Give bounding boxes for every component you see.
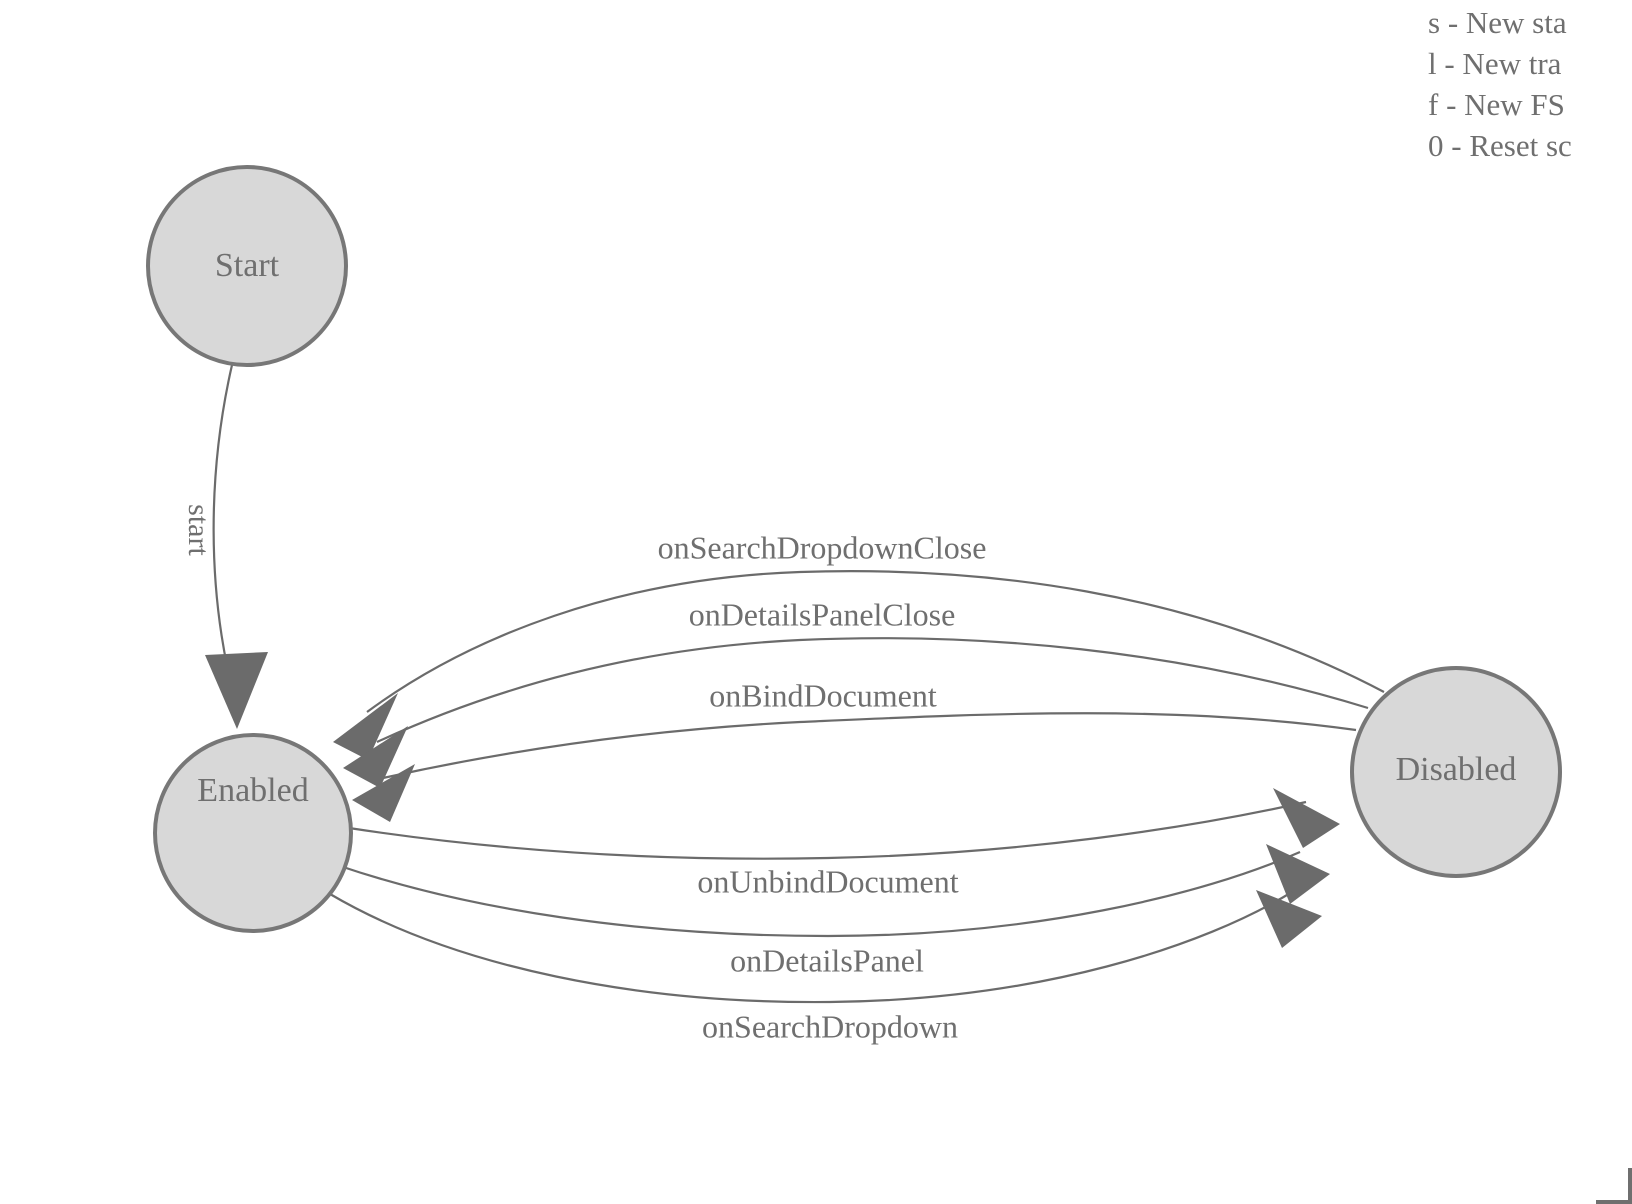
- state-label: Disabled: [1396, 751, 1517, 788]
- transition-label-onDetailsPanel: onDetailsPanel: [730, 942, 924, 978]
- transition-onDetailsPanelClose[interactable]: [343, 637, 1369, 788]
- help-line-reset-scale: 0 - Reset sc: [1428, 128, 1572, 163]
- transition-label-onSearchDropdownClose: onSearchDropdownClose: [658, 529, 987, 565]
- state-node-disabled[interactable]: Disabled: [1350, 666, 1562, 878]
- transition-label-onUnbindDocument: onUnbindDocument: [697, 863, 958, 899]
- panel-corner-border: [1596, 1168, 1632, 1204]
- transition-path[interactable]: [382, 712, 1357, 780]
- help-line-new-transition: l - New tra: [1428, 46, 1562, 81]
- transition-path[interactable]: [339, 850, 1301, 938]
- transition-onSearchDropdown[interactable]: [329, 890, 1322, 1004]
- arrowhead-icon: [205, 652, 268, 729]
- transition-path[interactable]: [366, 570, 1385, 713]
- help-line-new-state: s - New sta: [1428, 5, 1567, 40]
- transition-label-onBindDocument: onBindDocument: [709, 677, 937, 713]
- state-node-enabled[interactable]: Enabled: [153, 733, 353, 933]
- keyboard-shortcut-help: s - New sta l - New tra f - New FS 0 - R…: [1428, 0, 1632, 166]
- transition-label-onDetailsPanelClose: onDetailsPanelClose: [689, 596, 956, 632]
- state-node-start[interactable]: Start: [146, 165, 348, 367]
- transition-onUnbindDocument[interactable]: [348, 788, 1340, 860]
- arrowhead-icon: [1273, 788, 1340, 848]
- transition-label-onSearchDropdown: onSearchDropdown: [702, 1008, 958, 1044]
- state-circle[interactable]: [153, 733, 353, 933]
- transition-onSearchDropdownClose[interactable]: [333, 570, 1385, 760]
- transition-path[interactable]: [212, 364, 237, 701]
- help-line-new-fsm: f - New FS: [1428, 87, 1565, 122]
- transition-start[interactable]: [205, 364, 268, 729]
- arrowhead-icon: [343, 726, 408, 788]
- arrowhead-icon: [352, 764, 415, 822]
- state-label: Start: [215, 247, 280, 284]
- state-circle[interactable]: [1350, 666, 1562, 878]
- arrowhead-icon: [333, 693, 398, 760]
- arrowhead-icon: [1266, 844, 1330, 904]
- transition-onDetailsPanel[interactable]: [339, 844, 1330, 938]
- transition-label-start: start: [182, 504, 215, 556]
- state-circle[interactable]: [146, 165, 348, 367]
- state-label: Enabled: [197, 772, 308, 809]
- transition-path[interactable]: [329, 891, 1293, 1004]
- transition-path[interactable]: [348, 800, 1307, 860]
- transition-onBindDocument[interactable]: [352, 712, 1357, 822]
- transition-path[interactable]: [376, 637, 1369, 743]
- arrowhead-icon: [1256, 890, 1322, 948]
